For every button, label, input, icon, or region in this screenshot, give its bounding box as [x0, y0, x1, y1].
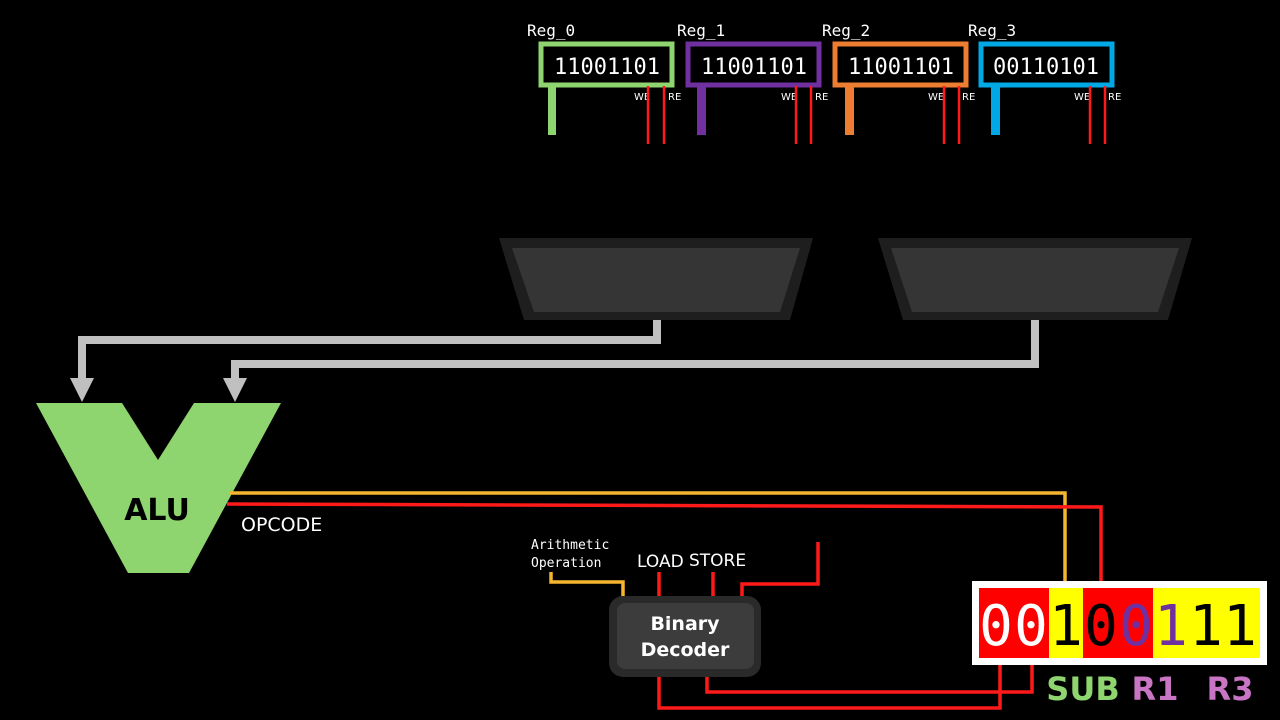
decoder-input-wire-1 — [657, 660, 1002, 710]
opcode-mnemonic-label: SUB — [1046, 670, 1119, 708]
decoder-label-line1: Binary — [650, 613, 720, 635]
arithmetic-label-line2: Operation — [531, 556, 601, 571]
operand2-register-label: R3 — [1207, 670, 1254, 708]
operand2-field — [1153, 588, 1260, 658]
alu-label: ALU — [124, 493, 190, 528]
register-reg-1: Reg_1 11001101 WE RE — [677, 21, 828, 144]
register-name: Reg_0 — [527, 21, 575, 40]
register-box — [538, 41, 675, 88]
register-name: Reg_3 — [968, 21, 1016, 40]
read-enable-label: RE — [1108, 92, 1121, 103]
mux-body — [512, 248, 800, 312]
register-output-bus — [548, 85, 556, 135]
opcode-field-red — [979, 588, 1049, 658]
opcode-label: OPCODE — [241, 514, 322, 536]
register-name: Reg_1 — [677, 21, 725, 40]
alu-input-bus-a — [70, 320, 661, 402]
alu: ALU OPCODE — [36, 403, 322, 573]
mux-body — [891, 248, 1179, 312]
register-value: 00110101 — [993, 55, 1099, 80]
multiplexer-left — [499, 238, 813, 320]
operand1-field — [1083, 588, 1153, 658]
instruction-bit: 0 — [1014, 594, 1048, 659]
read-enable-label: RE — [668, 92, 681, 103]
alu-input-bus-b — [223, 320, 1039, 402]
load-label: LOAD — [637, 552, 684, 572]
instruction-bit: 1 — [1189, 594, 1223, 659]
register-name: Reg_2 — [822, 21, 870, 40]
register-value: 11001101 — [848, 55, 954, 80]
arithmetic-label-line1: Arithmetic — [531, 538, 609, 553]
opcode-wire-yellow — [230, 491, 1067, 588]
register-value: 11001101 — [554, 55, 660, 80]
bus-a-arrowhead — [70, 378, 94, 402]
read-enable-label: RE — [815, 92, 828, 103]
register-reg-0: Reg_0 11001101 WE RE — [527, 21, 681, 144]
register-reg-3: Reg_3 00110101 WE RE — [968, 21, 1121, 144]
read-enable-label: RE — [962, 92, 975, 103]
instruction-bit: 1 — [1223, 594, 1257, 659]
register-output-bus — [697, 85, 706, 135]
write-enable-label: WE — [781, 92, 797, 103]
multiplexer-right — [878, 238, 1192, 320]
instruction-bit: 0 — [979, 594, 1013, 659]
decoder-label-line2: Decoder — [641, 639, 730, 661]
instruction-bit: 0 — [1084, 594, 1118, 659]
register-box — [832, 41, 969, 88]
instruction-bit: 1 — [1049, 594, 1083, 659]
bus-b-line — [231, 320, 1039, 380]
register-reg-2: Reg_2 11001101 WE RE — [822, 21, 975, 144]
opcode-wire-red — [226, 502, 1103, 583]
store-label: STORE — [689, 551, 746, 571]
register-value: 11001101 — [701, 55, 807, 80]
opcode-field-yellow — [1049, 588, 1083, 658]
bus-a-line — [78, 320, 661, 380]
binary-decoder: Binary Decoder — [609, 596, 761, 677]
write-enable-label: WE — [634, 92, 650, 103]
arithmetic-operation-wire — [549, 572, 625, 600]
bus-b-arrowhead — [223, 378, 247, 402]
alu-shape — [36, 403, 281, 573]
write-enable-label: WE — [928, 92, 944, 103]
register-box — [978, 41, 1115, 88]
write-enable-label: WE — [1074, 92, 1090, 103]
register-output-bus — [991, 85, 1000, 135]
instruction-bit: 0 — [1119, 594, 1153, 659]
decoder-input-wire-2 — [705, 660, 1034, 694]
register-box — [685, 41, 822, 88]
extra-output-wire — [740, 542, 820, 600]
instruction-bit: 1 — [1154, 594, 1188, 659]
decoder-body — [617, 603, 754, 669]
operand1-register-label: R1 — [1132, 670, 1179, 708]
register-output-bus — [845, 85, 854, 135]
